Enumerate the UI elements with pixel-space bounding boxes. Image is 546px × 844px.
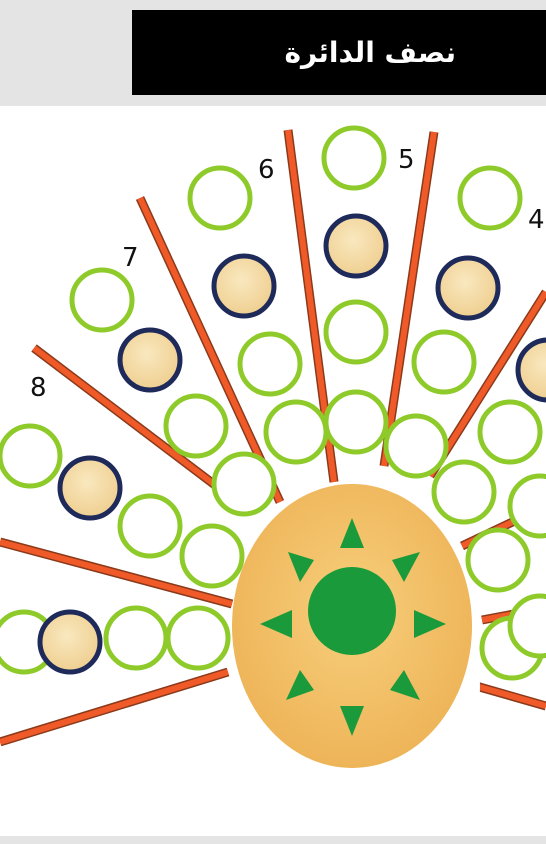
empty-ring: [326, 302, 386, 362]
empty-ring: [166, 396, 226, 456]
empty-ring: [510, 596, 546, 656]
marked-ring: [60, 458, 120, 518]
sun-icon: [232, 484, 480, 832]
empty-ring: [0, 426, 60, 486]
empty-ring: [480, 402, 540, 462]
empty-ring: [510, 476, 546, 536]
empty-ring: [434, 462, 494, 522]
empty-ring: [106, 608, 166, 668]
ray-label: 7: [122, 243, 139, 273]
empty-ring: [460, 168, 520, 228]
ray-label: 5: [398, 145, 415, 175]
footer-band: [0, 836, 546, 844]
ray-line: [0, 672, 228, 742]
ray-label: 4: [528, 205, 545, 235]
page-title: نصف الدائرة: [284, 36, 456, 69]
empty-ring: [324, 128, 384, 188]
empty-ring: [326, 392, 386, 452]
title-banner: نصف الدائرة: [132, 10, 546, 95]
marked-ring: [438, 258, 498, 318]
marked-ring: [518, 340, 546, 400]
empty-ring: [240, 334, 300, 394]
empty-ring: [72, 270, 132, 330]
semicircle-board: 8 7 6 5 4: [0, 106, 546, 836]
ray-label: 8: [30, 373, 47, 403]
empty-ring: [120, 496, 180, 556]
empty-ring: [182, 526, 242, 586]
empty-ring: [468, 530, 528, 590]
empty-ring: [386, 416, 446, 476]
empty-ring: [214, 454, 274, 514]
empty-ring: [190, 168, 250, 228]
ray-label: 6: [258, 155, 275, 185]
empty-ring: [168, 608, 228, 668]
marked-ring: [214, 256, 274, 316]
marked-ring: [326, 216, 386, 276]
sun-center: [308, 567, 396, 655]
empty-ring: [414, 332, 474, 392]
marked-ring: [120, 330, 180, 390]
ray-line: [476, 686, 546, 706]
empty-ring: [266, 402, 326, 462]
marked-ring: [40, 612, 100, 672]
